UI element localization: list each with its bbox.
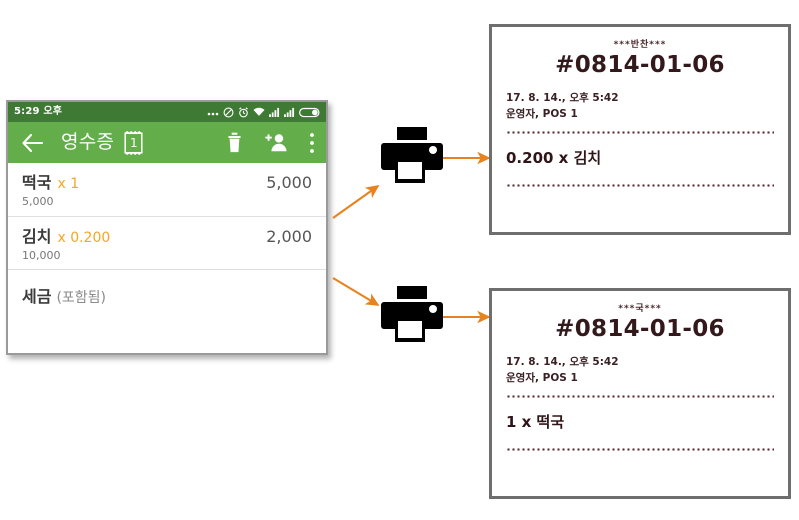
alarm-icon <box>239 106 248 117</box>
receipt-icon[interactable]: 1 <box>123 130 144 156</box>
list-item-main: 김치 x 0.200 2,000 <box>22 226 312 246</box>
receipt-divider-top <box>506 394 774 398</box>
status-bar-icons <box>207 106 321 118</box>
phone-mockup: 5:29 오후 <box>6 100 328 355</box>
receipt-number: #0814-01-06 <box>555 52 725 78</box>
android-status-bar: 5:29 오후 <box>8 102 326 122</box>
receipt-category-header: ***반찬*** <box>613 40 667 50</box>
printer-icon-top <box>381 126 443 184</box>
receipt-line-item: 1 x 떡국 <box>506 412 565 431</box>
status-bar-clock: 5:29 오후 <box>14 106 63 117</box>
more-dots-icon <box>207 112 219 116</box>
arrow-phone-to-printer-top <box>332 185 380 219</box>
receipt-category-header: ***국*** <box>618 304 662 314</box>
printer-icon-bottom <box>381 285 443 343</box>
receipt-divider-bottom <box>506 184 774 188</box>
receipt-content: ***국*** #0814-01-06 17. 8. 14., 오후 5:42 … <box>492 291 788 452</box>
list-item-title-group: 떡국 x 1 <box>22 173 80 192</box>
wifi-icon <box>253 107 265 116</box>
item-unit-price: 5,000 <box>22 195 54 209</box>
item-name: 떡국 <box>22 173 52 192</box>
receipt-divider-top <box>506 130 774 134</box>
list-item-title-group: 김치 x 0.200 <box>22 226 111 246</box>
receipt-operator: 운영자, POS 1 <box>506 371 578 384</box>
list-item[interactable]: 김치 x 0.200 2,000 10,000 <box>8 217 326 271</box>
page-title: 영수증 <box>61 131 115 153</box>
receipt-operator: 운영자, POS 1 <box>506 107 578 120</box>
mute-icon <box>223 107 234 117</box>
printed-receipt-bottom: ***국*** #0814-01-06 17. 8. 14., 오후 5:42 … <box>489 288 791 499</box>
item-name: 김치 <box>22 226 52 246</box>
tax-label: 세금 <box>22 287 52 307</box>
list-item-main: 떡국 x 1 5,000 <box>22 173 312 192</box>
printed-receipt-top: ***반찬*** #0814-01-06 17. 8. 14., 오후 5:42… <box>489 24 791 235</box>
battery-icon <box>299 107 320 117</box>
item-total-price: 5,000 <box>266 173 312 192</box>
tax-row[interactable]: 세금 (포함됨) <box>8 270 326 322</box>
receipt-line-item: 0.200 x 김치 <box>506 148 602 167</box>
add-person-icon[interactable] <box>265 131 287 155</box>
receipt-divider-bottom <box>506 448 774 452</box>
app-toolbar: 영수증 1 <box>8 122 326 163</box>
arrow-phone-to-printer-bottom <box>332 277 380 306</box>
item-unit-price: 10,000 <box>22 248 61 262</box>
item-total-price: 2,000 <box>266 226 312 246</box>
receipt-count-badge: 1 <box>130 135 138 150</box>
back-arrow-icon[interactable] <box>21 131 45 155</box>
receipt-datetime: 17. 8. 14., 오후 5:42 <box>506 92 619 105</box>
item-quantity: x 1 <box>57 176 80 192</box>
trash-icon[interactable] <box>223 131 245 155</box>
list-item[interactable]: 떡국 x 1 5,000 5,000 <box>8 163 326 217</box>
receipt-content: ***반찬*** #0814-01-06 17. 8. 14., 오후 5:42… <box>492 27 788 188</box>
overflow-menu-icon[interactable] <box>309 131 315 155</box>
signal-icon <box>284 107 295 117</box>
receipt-datetime: 17. 8. 14., 오후 5:42 <box>506 356 619 369</box>
item-quantity: x 0.200 <box>57 229 111 246</box>
tax-group: 세금 (포함됨) <box>22 283 312 307</box>
receipt-number: #0814-01-06 <box>555 316 725 342</box>
tax-note: (포함됨) <box>56 290 107 307</box>
receipt-item-list: 떡국 x 1 5,000 5,000 김치 x 0.200 2,000 10,0… <box>8 163 326 323</box>
signal-icon <box>269 107 280 117</box>
